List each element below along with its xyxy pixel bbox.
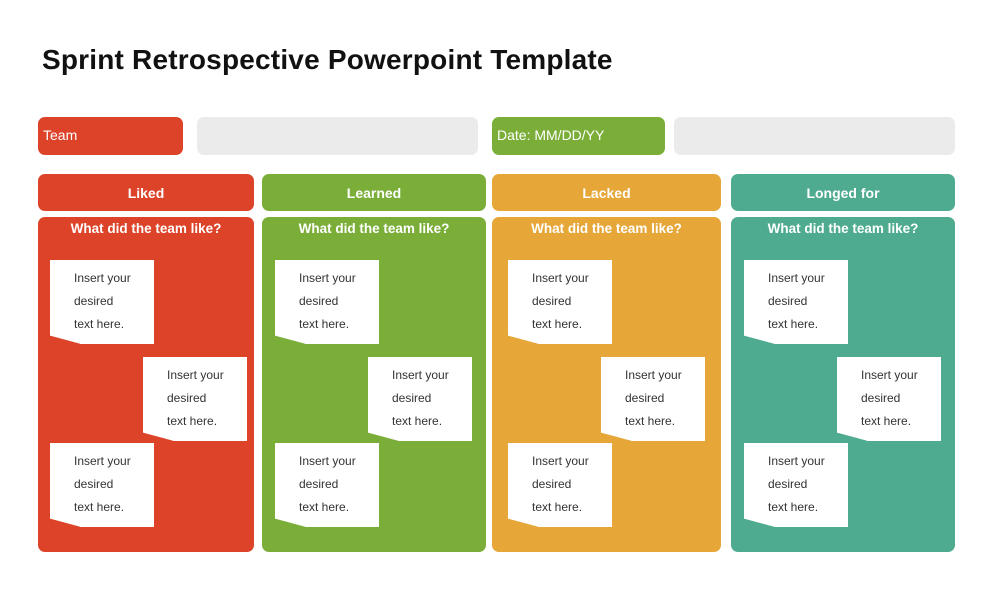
note-line: desired — [532, 477, 572, 491]
note-line: Insert your — [299, 271, 356, 285]
note-line: text here. — [532, 500, 583, 514]
note-line: desired — [74, 477, 114, 491]
sticky-note[interactable]: Insert your desired text here. — [50, 260, 154, 344]
note-line: text here. — [392, 414, 443, 428]
note-line: text here. — [625, 414, 676, 428]
note-line: desired — [299, 477, 339, 491]
note-line: Insert your — [768, 271, 825, 285]
column-body-learned: What did the team like? Insert your desi… — [262, 217, 486, 552]
column-header-longed-for: Longed for — [731, 174, 955, 211]
sticky-note[interactable]: Insert your desired text here. — [275, 260, 379, 344]
note-line: text here. — [74, 500, 125, 514]
column-header-lacked: Lacked — [492, 174, 721, 211]
note-line: desired — [768, 477, 808, 491]
note-line: text here. — [299, 500, 350, 514]
note-line: Insert your — [74, 454, 131, 468]
column-body-liked: What did the team like? Insert your desi… — [38, 217, 254, 552]
column-question: What did the team like? — [531, 221, 682, 236]
team-label: Team — [38, 117, 183, 155]
page-title: Sprint Retrospective Powerpoint Template — [42, 44, 613, 75]
sticky-note[interactable]: Insert your desired text here. — [508, 443, 612, 527]
column-question: What did the team like? — [70, 221, 222, 236]
sticky-note[interactable]: Insert your desired text here. — [368, 357, 472, 441]
note-line: desired — [392, 391, 432, 405]
note-line: Insert your — [74, 271, 131, 285]
note-line: text here. — [299, 317, 350, 331]
note-line: desired — [861, 391, 901, 405]
sticky-note[interactable]: Insert your desired text here. — [744, 443, 848, 527]
column-body-longed-for: What did the team like? Insert your desi… — [731, 217, 955, 552]
note-line: Insert your — [167, 368, 224, 382]
note-line: Insert your — [625, 368, 682, 382]
note-line: Insert your — [532, 271, 589, 285]
note-line: text here. — [768, 500, 819, 514]
sticky-note[interactable]: Insert your desired text here. — [508, 260, 612, 344]
note-line: Insert your — [392, 368, 449, 382]
note-line: text here. — [861, 414, 912, 428]
column-body-lacked: What did the team like? Insert your desi… — [492, 217, 721, 552]
note-line: Insert your — [532, 454, 589, 468]
sticky-note[interactable]: Insert your desired text here. — [275, 443, 379, 527]
sticky-note[interactable]: Insert your desired text here. — [837, 357, 941, 441]
date-label: Date: MM/DD/YY — [492, 117, 665, 155]
note-line: Insert your — [768, 454, 825, 468]
column-question: What did the team like? — [298, 221, 450, 236]
date-field[interactable] — [674, 117, 955, 155]
note-line: desired — [74, 294, 114, 308]
note-line: text here. — [74, 317, 125, 331]
note-line: desired — [625, 391, 665, 405]
note-line: desired — [167, 391, 207, 405]
sticky-note[interactable]: Insert your desired text here. — [143, 357, 247, 441]
note-line: Insert your — [299, 454, 356, 468]
note-line: desired — [532, 294, 572, 308]
column-header-learned: Learned — [262, 174, 486, 211]
note-line: text here. — [167, 414, 218, 428]
sticky-note[interactable]: Insert your desired text here. — [50, 443, 154, 527]
sticky-note[interactable]: Insert your desired text here. — [601, 357, 705, 441]
note-line: text here. — [768, 317, 819, 331]
team-field[interactable] — [197, 117, 478, 155]
sticky-note[interactable]: Insert your desired text here. — [744, 260, 848, 344]
note-line: Insert your — [861, 368, 918, 382]
note-line: desired — [768, 294, 808, 308]
note-line: text here. — [532, 317, 583, 331]
column-header-liked: Liked — [38, 174, 254, 211]
note-line: desired — [299, 294, 339, 308]
column-question: What did the team like? — [767, 221, 919, 236]
